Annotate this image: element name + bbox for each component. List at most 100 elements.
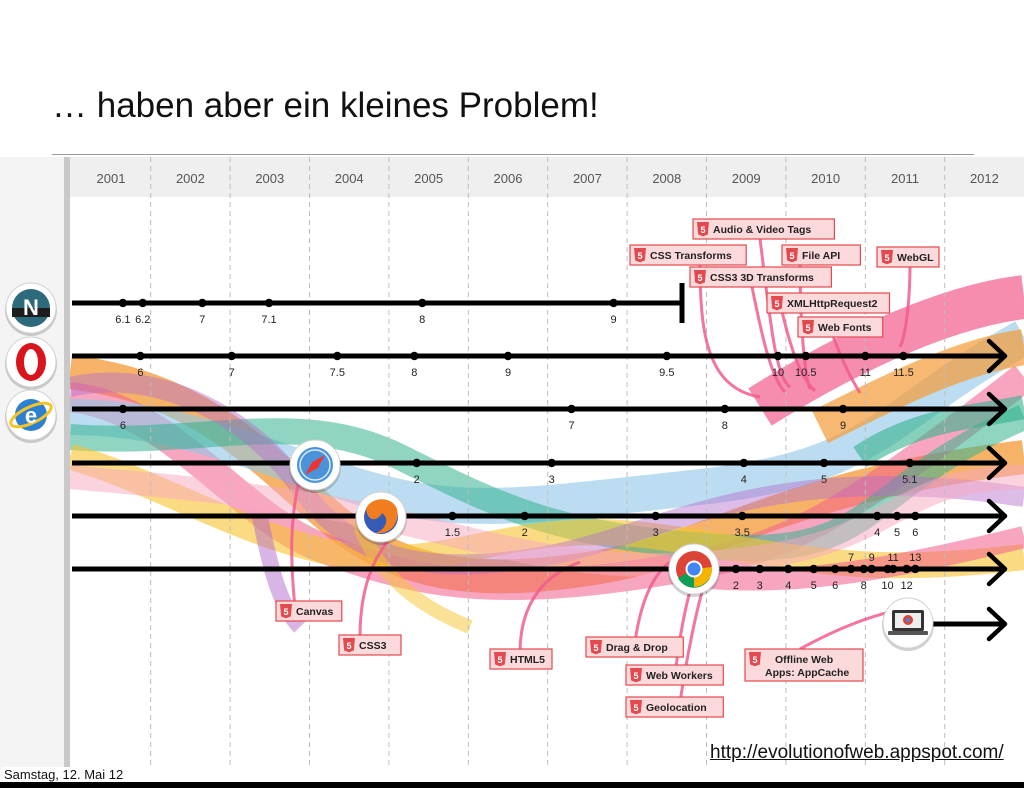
- version-label: 12: [900, 580, 912, 592]
- svg-text:5: 5: [884, 253, 889, 263]
- chromebook-icon: [882, 598, 934, 651]
- svg-text:5: 5: [789, 251, 794, 261]
- version-label: 6: [120, 420, 126, 432]
- year-label: 2003: [255, 171, 284, 186]
- svg-text:5: 5: [593, 643, 598, 653]
- svg-text:5: 5: [637, 251, 642, 261]
- version-label: 3: [549, 474, 555, 486]
- version-dot: [774, 352, 782, 360]
- version-label: 2: [733, 580, 739, 592]
- version-label: 11: [860, 367, 871, 379]
- version-label: 3: [653, 527, 659, 539]
- version-dot: [139, 299, 147, 307]
- feature-label: HTML5: [510, 654, 545, 666]
- version-dot: [412, 459, 420, 467]
- version-label: 6: [912, 527, 918, 539]
- feature-label-line2: Apps: AppCache: [765, 667, 849, 679]
- year-label: 2004: [335, 171, 364, 186]
- version-dot: [448, 512, 456, 520]
- source-link[interactable]: http://evolutionofweb.appspot.com/: [710, 742, 1004, 764]
- chrome-icon: [668, 544, 720, 597]
- svg-text:5: 5: [805, 323, 810, 333]
- version-dot: [119, 299, 127, 307]
- feature-badge-html5: 5 HTML5: [490, 649, 552, 669]
- version-dot: [861, 352, 869, 360]
- feature-label: CSS3: [359, 640, 387, 652]
- feature-badge-canvas: 5Canvas: [276, 601, 342, 621]
- svg-text:5: 5: [697, 273, 702, 283]
- svg-text:N: N: [23, 295, 39, 320]
- version-dot: [902, 565, 910, 573]
- version-dot: [911, 565, 919, 573]
- version-label: 8: [861, 580, 867, 592]
- slide-title: … haben aber ein kleines Problem!: [52, 86, 599, 126]
- version-label: 4: [741, 474, 747, 486]
- version-label: 2: [414, 474, 420, 486]
- feature-label: XMLHttpRequest2: [787, 298, 878, 310]
- version-dot: [738, 512, 746, 520]
- version-label: 1.5: [445, 527, 460, 539]
- html5-shield-icon: 5: [881, 250, 893, 264]
- version-dot: [889, 565, 897, 573]
- version-dot: [755, 565, 763, 573]
- version-dot: [547, 459, 555, 467]
- version-dot: [504, 352, 512, 360]
- version-dot: [899, 352, 907, 360]
- version-dot: [609, 299, 617, 307]
- svg-text:5: 5: [633, 703, 638, 713]
- title-divider: [52, 154, 974, 155]
- version-label: 10: [772, 367, 784, 379]
- html5-shield-icon: 5: [771, 296, 783, 310]
- version-label: 9: [611, 314, 617, 326]
- version-label: 5.1: [902, 474, 917, 486]
- html5-shield-icon: 5: [494, 652, 506, 666]
- version-label: 6.1: [115, 314, 130, 326]
- html5-shield-icon: 5: [697, 222, 709, 236]
- html5-shield-icon: 5: [343, 638, 355, 652]
- version-label: 7: [199, 314, 205, 326]
- year-label: 2005: [414, 171, 443, 186]
- year-header: [70, 157, 1024, 197]
- year-label: 2012: [970, 171, 999, 186]
- year-label: 2011: [891, 171, 919, 186]
- feature-label: CSS Transforms: [650, 250, 732, 262]
- firefox-icon: [355, 492, 407, 545]
- feature-badge-webgl: 5WebGL: [877, 247, 939, 267]
- year-label: 2008: [652, 171, 681, 186]
- version-dot: [802, 352, 810, 360]
- version-label: 5: [894, 527, 900, 539]
- version-dot: [911, 512, 919, 520]
- html5-shield-icon: 5: [749, 652, 761, 666]
- version-dot: [410, 352, 418, 360]
- year-label: 2002: [176, 171, 205, 186]
- svg-text:5: 5: [497, 655, 502, 665]
- html5-shield-icon: 5: [590, 640, 602, 654]
- feature-badge-xmlhttprequest2: 5 XMLHttpRequest2: [767, 293, 890, 313]
- version-dot: [873, 512, 881, 520]
- version-dot: [227, 352, 235, 360]
- browser-line-chromebook: [925, 609, 1005, 639]
- version-label: 7: [568, 420, 574, 432]
- svg-text:e: e: [25, 403, 37, 428]
- year-label: 2006: [494, 171, 523, 186]
- year-label: 2001: [97, 171, 126, 186]
- footer-bar: [0, 782, 1024, 788]
- year-label: 2007: [573, 171, 602, 186]
- timeline-left-margin: [0, 157, 66, 769]
- version-dot: [867, 565, 875, 573]
- version-label: 3: [757, 580, 763, 592]
- svg-text:5: 5: [633, 671, 638, 681]
- version-dot: [820, 459, 828, 467]
- feature-label: Geolocation: [646, 702, 707, 714]
- version-label: 2: [522, 527, 528, 539]
- version-label: 7: [229, 367, 235, 379]
- feature-badge-web-fonts: 5Web Fonts: [798, 317, 883, 337]
- svg-text:5: 5: [752, 655, 757, 665]
- footer-date: Samstag, 12. Mai 12: [2, 767, 127, 782]
- version-label: 3.5: [735, 527, 750, 539]
- version-dot: [860, 565, 868, 573]
